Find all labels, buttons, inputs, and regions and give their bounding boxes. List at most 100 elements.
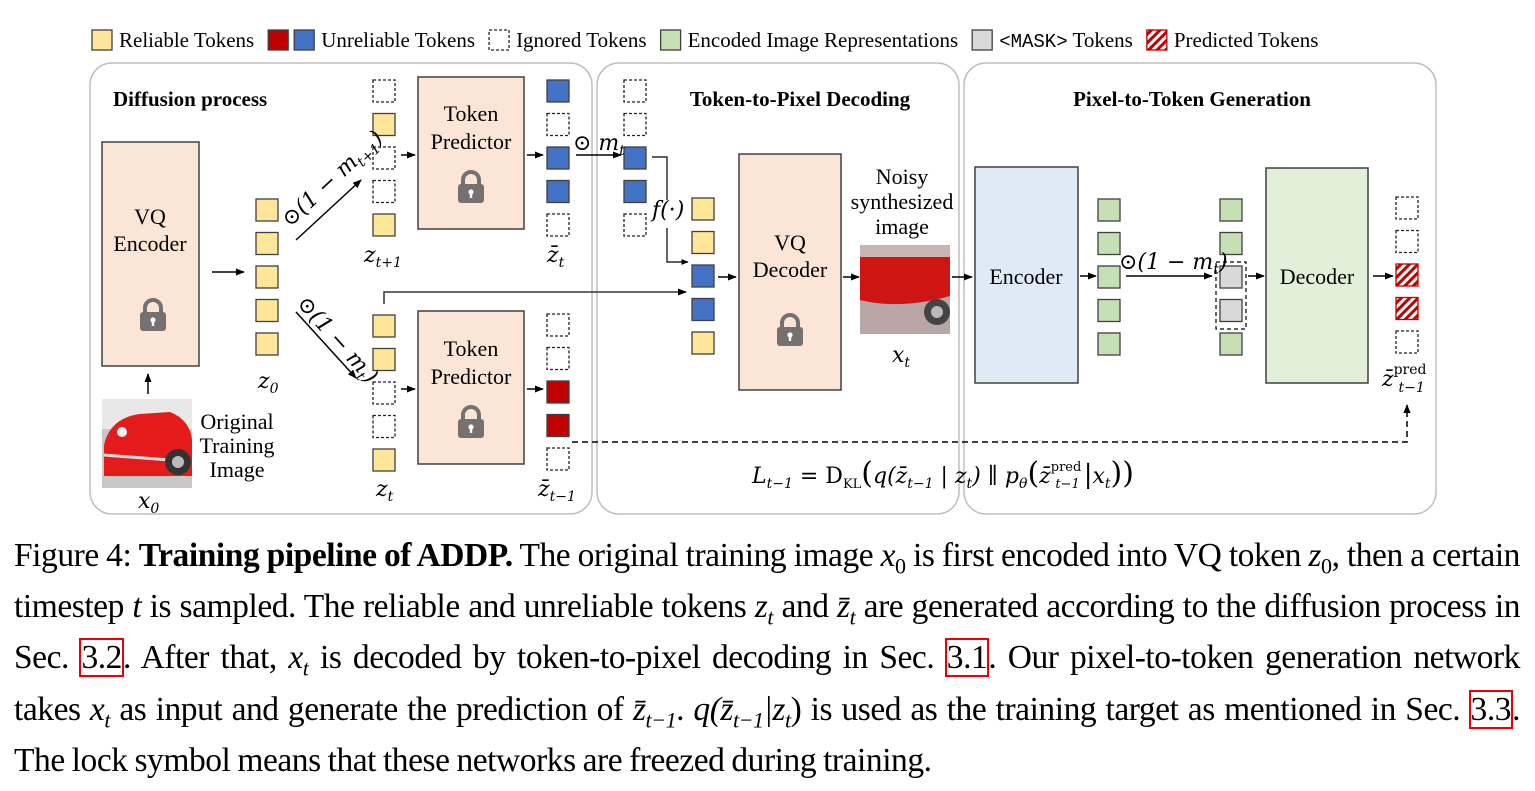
original-training-image bbox=[102, 399, 192, 488]
z-t-plus-1-column bbox=[372, 79, 396, 237]
panel-generation bbox=[963, 62, 1437, 515]
legend-label: Encoded Image Representations bbox=[688, 28, 959, 52]
panel-title-generation: Pixel-to-Token Generation bbox=[1073, 87, 1311, 111]
legend-label: Predicted Tokens bbox=[1174, 28, 1319, 52]
encoder-label: Encoder bbox=[989, 264, 1063, 289]
loss-connector bbox=[572, 404, 1411, 443]
caption-text: . bbox=[676, 690, 694, 728]
z-t-column bbox=[372, 314, 396, 472]
token-unreliable-blue bbox=[691, 297, 715, 322]
token-unreliable-red bbox=[546, 380, 570, 404]
z0-column bbox=[255, 198, 279, 356]
legend-swatch-ignored bbox=[488, 29, 510, 51]
token-reliable bbox=[691, 331, 715, 355]
legend-item: <MASK> Tokens bbox=[971, 28, 1133, 53]
token-reliable bbox=[372, 448, 396, 472]
section-ref-link[interactable]: 3.1 bbox=[944, 638, 990, 678]
caption-text: and bbox=[773, 588, 837, 626]
label-zbar-t: z̄t bbox=[546, 243, 565, 271]
decoder-input-column bbox=[691, 197, 715, 355]
zbar-t-column bbox=[546, 79, 570, 237]
caption-text: are generated according to the diffusion… bbox=[14, 588, 1520, 677]
legend-item: Encoded Image Representations bbox=[659, 28, 959, 52]
token-reliable bbox=[372, 112, 396, 137]
panel-decoding bbox=[596, 62, 960, 515]
mask-group-outline bbox=[1215, 261, 1247, 330]
token-unreliable-blue bbox=[546, 146, 570, 170]
section-ref-link[interactable]: 3.2 bbox=[79, 638, 124, 678]
token-predicted bbox=[1395, 263, 1419, 287]
token-ignored bbox=[546, 447, 570, 471]
label-z0: z0 bbox=[257, 369, 279, 397]
token-reliable bbox=[255, 265, 279, 289]
token-unreliable-red bbox=[546, 413, 570, 438]
token-unreliable-blue bbox=[691, 264, 715, 288]
legend-label: Unreliable Tokens bbox=[321, 28, 475, 52]
legend-swatch-unreliable-blue bbox=[293, 29, 315, 51]
decoder-label: Decoder bbox=[1280, 264, 1355, 289]
token-ignored bbox=[546, 313, 570, 337]
token-unreliable-blue bbox=[623, 179, 647, 204]
masked-unreliable-column bbox=[623, 79, 647, 237]
token-ignored bbox=[623, 112, 647, 137]
predicted-column bbox=[1395, 196, 1419, 354]
token-encoded bbox=[1097, 298, 1121, 323]
legend-swatch-reliable bbox=[91, 29, 113, 51]
math-sub: t−1 bbox=[733, 707, 764, 733]
token-reliable bbox=[691, 230, 715, 255]
math-sub: t bbox=[302, 656, 309, 682]
token-ignored bbox=[546, 346, 570, 371]
caption-text: as input and generate the prediction of bbox=[110, 690, 633, 728]
token-unreliable-blue bbox=[546, 79, 570, 103]
math-sub: t bbox=[767, 604, 774, 630]
caption-text: The original training image bbox=[512, 537, 881, 574]
caption-text: is first encoded into VQ token bbox=[905, 537, 1309, 574]
label-zbar-t-minus-1: z̄t−1 bbox=[537, 477, 576, 505]
op-inverse-mask: ⊙(1 − mt) bbox=[1119, 250, 1228, 278]
token-predicted bbox=[1395, 296, 1419, 321]
math-sub: t bbox=[104, 707, 110, 733]
token-encoded bbox=[1219, 198, 1243, 222]
token-encoded bbox=[1219, 332, 1243, 356]
op-mt: ⊙ mt bbox=[573, 131, 625, 159]
math-t: t bbox=[132, 588, 142, 626]
math-x: x bbox=[288, 639, 303, 677]
math-q: q bbox=[693, 690, 710, 728]
legend-swatch-predicted bbox=[1146, 29, 1168, 51]
decoder-block: Decoder bbox=[1265, 167, 1369, 384]
op-mask-bottom: ⊙(1 − mt) bbox=[289, 291, 382, 390]
token-ignored bbox=[546, 213, 570, 237]
token-encoded bbox=[1097, 332, 1121, 356]
legend-item: Ignored Tokens bbox=[488, 28, 647, 52]
noisy-synthesized-image bbox=[860, 245, 950, 334]
token-mask bbox=[1219, 298, 1243, 323]
encoder-block: Encoder bbox=[974, 166, 1079, 384]
legend-swatch-encoded bbox=[659, 29, 682, 51]
panel-title-decoding: Token-to-Pixel Decoding bbox=[690, 87, 911, 111]
math-zbar: (z̄ bbox=[709, 690, 734, 728]
math-sub: t bbox=[784, 707, 791, 733]
caption-text: is sampled. The reliable and unreliable … bbox=[141, 588, 755, 626]
math-x: x bbox=[880, 537, 896, 574]
section-ref-link[interactable]: 3.3 bbox=[1468, 689, 1514, 729]
token-ignored bbox=[372, 79, 396, 103]
token-ignored bbox=[372, 179, 396, 204]
token-reliable bbox=[255, 198, 279, 222]
token-reliable bbox=[372, 314, 396, 338]
label-z-t: zt bbox=[375, 477, 394, 505]
token-reliable bbox=[372, 213, 396, 237]
caption-text: is used as the training target as mentio… bbox=[801, 690, 1470, 728]
token-ignored bbox=[1395, 196, 1419, 220]
label-x-t: xt bbox=[892, 343, 910, 371]
